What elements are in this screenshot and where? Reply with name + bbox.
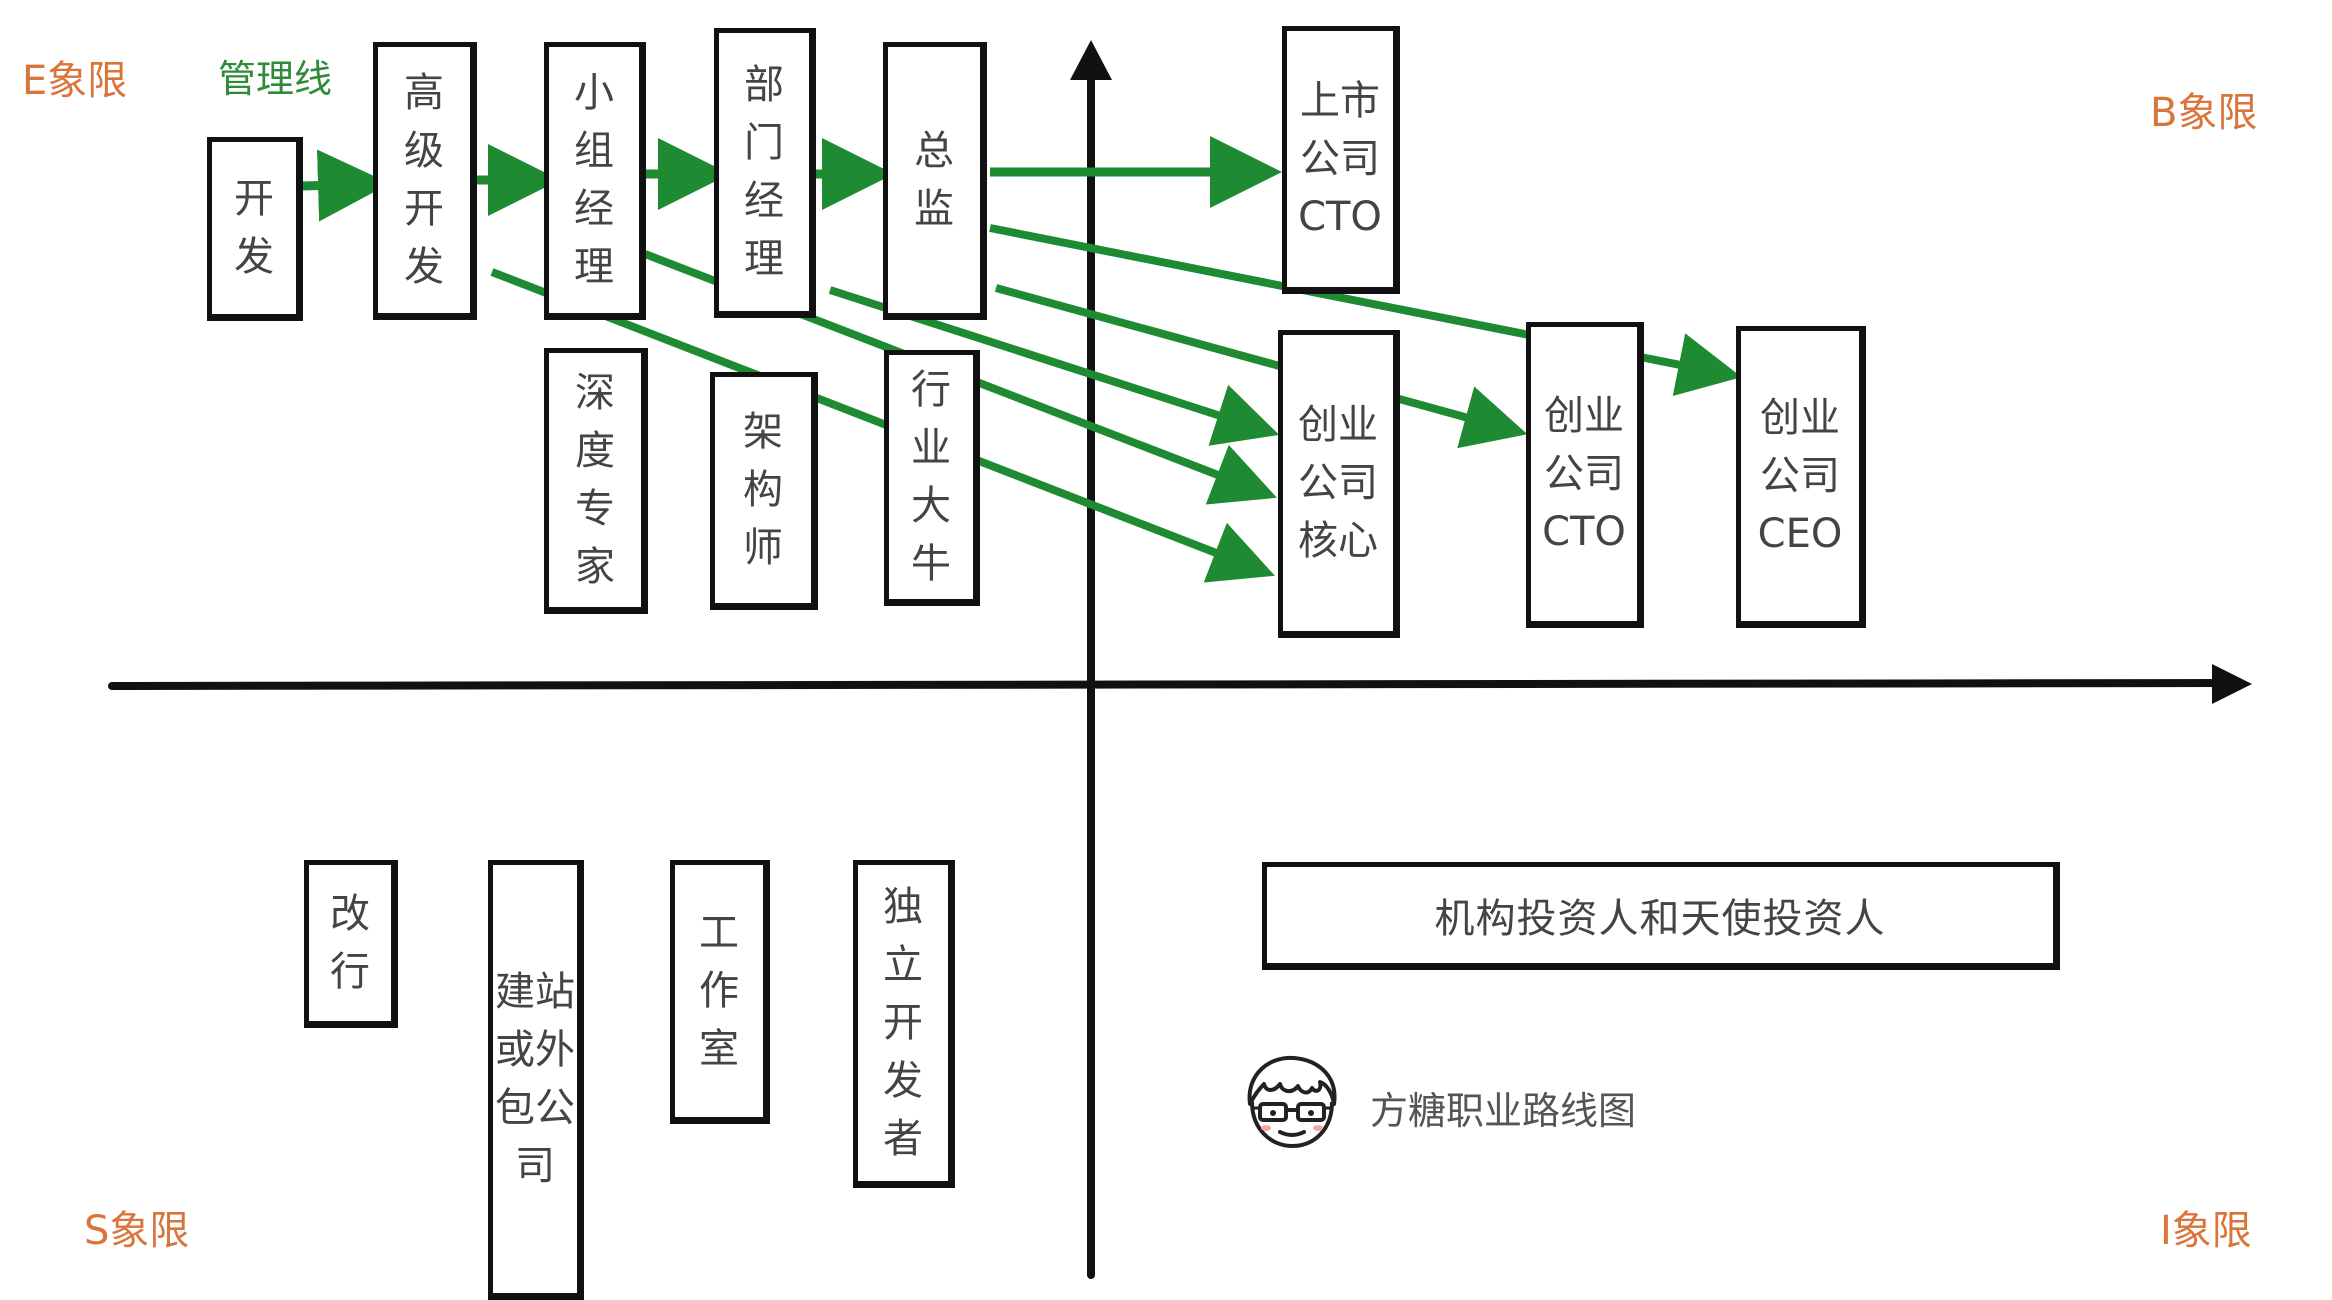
role-developer-label: 开发	[234, 176, 274, 280]
role-senior-developer-label: 高级开发	[404, 70, 444, 290]
arrow-developer-to-senior	[301, 149, 390, 222]
role-senior-developer: 高级开发	[373, 42, 477, 320]
quadrant-s-label: S象限	[84, 1208, 190, 1254]
role-investors-label: 机构投资人和天使投资人	[1434, 896, 1886, 942]
role-studio-label: 工作室	[699, 910, 739, 1072]
role-industry-leader-label: 行业大牛	[911, 367, 951, 587]
vertical-axis-arrowhead-icon	[1070, 40, 1112, 80]
role-architect-label: 架构师	[743, 409, 783, 571]
horizontal-axis	[108, 679, 2226, 690]
role-startup-core-label: 创业公司核心	[1298, 402, 1378, 564]
role-team-manager: 小组经理	[544, 42, 646, 320]
role-director-label: 总监	[914, 128, 954, 232]
quadrant-e-label: E象限	[22, 58, 128, 104]
role-career-change-label: 改行	[330, 891, 370, 995]
role-studio: 工作室	[670, 860, 770, 1124]
role-website-outsourcing-label: 建站或外包公司	[495, 969, 575, 1189]
quadrant-i-label: I象限	[2160, 1208, 2252, 1254]
role-department-manager: 部门经理	[714, 28, 816, 318]
arrow-senior-to-startup-core	[490, 268, 1275, 583]
role-department-manager-label: 部门经理	[744, 62, 784, 282]
role-website-outsourcing: 建站或外包公司	[488, 860, 584, 1300]
role-architect: 架构师	[710, 372, 818, 610]
cartoon-face-with-glasses-icon	[1247, 1055, 1337, 1149]
role-team-manager-label: 小组经理	[574, 70, 614, 290]
role-indie-developer: 独立开发者	[853, 860, 955, 1188]
arrow-director-to-startup-cto	[994, 284, 1528, 449]
role-deep-expert: 深度专家	[544, 348, 648, 614]
horizontal-axis-arrowhead-icon	[2212, 664, 2252, 704]
roadmap-caption: 方糖职业路线图	[1370, 1089, 1637, 1133]
role-developer: 开发	[207, 137, 303, 321]
role-industry-leader: 行业大牛	[884, 350, 980, 606]
role-investors: 机构投资人和天使投资人	[1262, 862, 2060, 970]
role-director: 总监	[883, 42, 987, 320]
management-line-label: 管理线	[218, 57, 333, 101]
role-indie-developer-label: 独立开发者	[883, 884, 923, 1162]
role-startup-core: 创业公司核心	[1278, 330, 1400, 638]
role-deep-expert-label: 深度专家	[575, 370, 615, 590]
quadrant-b-label: B象限	[2150, 90, 2258, 136]
role-career-change: 改行	[304, 860, 398, 1028]
